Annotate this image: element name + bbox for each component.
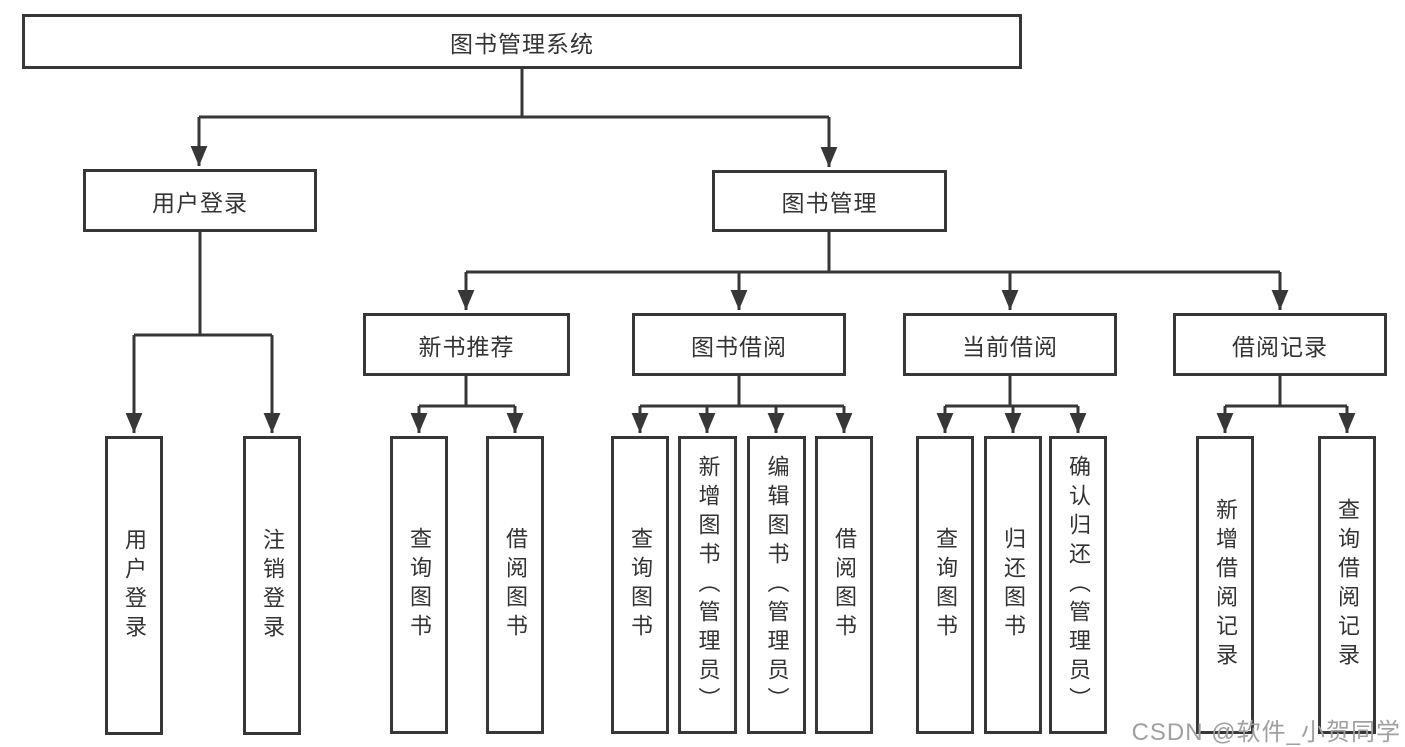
node-new-book-rec: 新书推荐 bbox=[363, 313, 570, 376]
connector-br-trunk bbox=[1225, 376, 1347, 408]
node-root-label: 图书管理系统 bbox=[450, 30, 594, 57]
connector-cb-trunk bbox=[945, 376, 1078, 408]
csdn-watermark-handle: @软件_小贺同学 bbox=[1211, 719, 1401, 746]
connector-user-login-trunk bbox=[134, 232, 272, 337]
node-nbr-borrow-label: 借阅图书 bbox=[503, 527, 528, 643]
node-logout-leaf-label: 注销登录 bbox=[260, 527, 285, 644]
node-borrow-records: 借阅记录 bbox=[1173, 313, 1387, 376]
node-br-add: 新增借阅记录 bbox=[1196, 436, 1254, 734]
node-cb-query: 查询图书 bbox=[916, 436, 974, 734]
node-book-borrow-label: 图书借阅 bbox=[691, 333, 787, 360]
node-user-login-label: 用户登录 bbox=[152, 189, 248, 216]
node-cb-query-label: 查询图书 bbox=[933, 527, 958, 643]
node-nbr-borrow: 借阅图书 bbox=[486, 436, 544, 734]
node-borrow-records-label: 借阅记录 bbox=[1232, 333, 1328, 360]
node-cb-return: 归还图书 bbox=[984, 436, 1042, 734]
node-logout-leaf: 注销登录 bbox=[243, 436, 301, 735]
csdn-watermark: CSDN @软件_小贺同学 bbox=[1132, 712, 1401, 747]
node-nbr-query-label: 查询图书 bbox=[407, 527, 432, 643]
connector-bb-trunk bbox=[640, 376, 844, 408]
node-user-login-leaf-label: 用户登录 bbox=[122, 527, 147, 644]
node-current-borrow: 当前借阅 bbox=[903, 313, 1117, 376]
csdn-watermark-brand: CSDN bbox=[1131, 719, 1204, 746]
node-current-borrow-label: 当前借阅 bbox=[962, 333, 1058, 360]
node-br-add-label: 新增借阅记录 bbox=[1213, 498, 1238, 672]
node-book-mgmt-label: 图书管理 bbox=[781, 190, 878, 216]
node-book-mgmt: 图书管理 bbox=[712, 170, 947, 232]
node-book-borrow: 图书借阅 bbox=[632, 313, 846, 376]
node-nbr-query: 查询图书 bbox=[390, 436, 448, 734]
node-bb-add-label: 新增图书（管理员） bbox=[695, 454, 721, 716]
node-bb-add: 新增图书（管理员） bbox=[678, 436, 737, 734]
connector-root-trunk bbox=[199, 69, 829, 119]
node-root: 图书管理系统 bbox=[22, 14, 1022, 69]
connector-book-mgmt-trunk bbox=[466, 232, 1280, 274]
node-bb-borrow: 借阅图书 bbox=[815, 436, 873, 734]
node-bb-edit-label: 编辑图书（管理员） bbox=[764, 454, 790, 716]
node-user-login: 用户登录 bbox=[83, 169, 317, 232]
connector-nbr-trunk bbox=[419, 376, 515, 408]
node-bb-edit: 编辑图书（管理员） bbox=[747, 436, 806, 734]
node-br-query: 查询借阅记录 bbox=[1318, 436, 1376, 734]
node-bb-query: 查询图书 bbox=[611, 436, 669, 734]
node-bb-query-label: 查询图书 bbox=[628, 527, 653, 643]
node-user-login-leaf: 用户登录 bbox=[105, 436, 163, 735]
node-cb-confirm-label: 确认归还（管理员） bbox=[1066, 454, 1091, 716]
node-new-book-rec-label: 新书推荐 bbox=[418, 333, 515, 360]
node-bb-borrow-label: 借阅图书 bbox=[832, 527, 857, 643]
node-br-query-label: 查询借阅记录 bbox=[1335, 498, 1360, 672]
node-cb-return-label: 归还图书 bbox=[1001, 527, 1026, 643]
node-cb-confirm: 确认归还（管理员） bbox=[1049, 436, 1107, 734]
